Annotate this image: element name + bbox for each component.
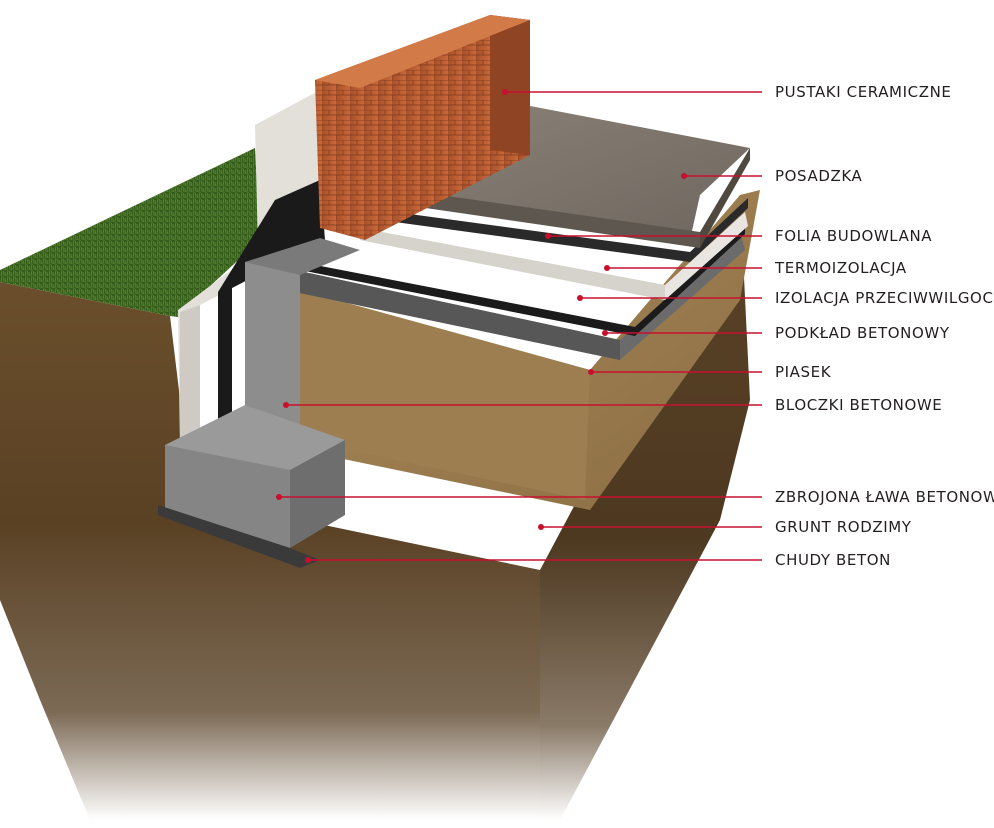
callout-piasek: PIASEK [588, 363, 832, 381]
leader-dot [545, 233, 551, 239]
lean-concrete [158, 505, 320, 568]
leader-dot [602, 330, 608, 336]
callout-chudy: CHUDY BETON [305, 551, 891, 569]
leader-dot [276, 494, 282, 500]
callout-izolacja: IZOLACJA PRZECIWWILGOCIOWA [577, 289, 994, 307]
callout-podklad: PODKŁAD BETONOWY [602, 324, 950, 342]
sand-front-face [300, 290, 590, 500]
leader-dot [681, 173, 687, 179]
labels-layer: PUSTAKI CERAMICZNE POSADZKA FOLIA BUDOWLAN… [276, 83, 994, 569]
callout-lawa: ZBROJONA ŁAWA BETONOWA [276, 488, 994, 506]
callout-termo: TERMOIZOLACJA [604, 259, 907, 277]
label-izolacja: IZOLACJA PRZECIWWILGOCIOWA [775, 289, 994, 307]
leader-dot [604, 265, 610, 271]
label-folia: FOLIA BUDOWLANA [775, 227, 932, 245]
label-bloczki: BLOCZKI BETONOWE [775, 396, 942, 414]
grass-ground [0, 148, 260, 318]
callout-posadzka: POSADZKA [681, 167, 863, 185]
label-podklad: PODKŁAD BETONOWY [775, 324, 950, 342]
leader-dot [502, 89, 508, 95]
callout-grunt: GRUNT RODZIMY [538, 518, 912, 536]
leader-dot [283, 402, 289, 408]
label-pustaki: PUSTAKI CERAMICZNE [775, 83, 951, 101]
callout-pustaki: PUSTAKI CERAMICZNE [502, 83, 951, 101]
label-lawa: ZBROJONA ŁAWA BETONOWA [775, 488, 994, 506]
leader-dot [538, 524, 544, 530]
label-grunt: GRUNT RODZIMY [775, 518, 912, 536]
label-posadzka: POSADZKA [775, 167, 863, 185]
damp-proofing-layer [300, 226, 745, 336]
label-termo: TERMOIZOLACJA [774, 259, 907, 277]
callout-folia: FOLIA BUDOWLANA [545, 227, 932, 245]
label-chudy: CHUDY BETON [775, 551, 891, 569]
label-piasek: PIASEK [775, 363, 832, 381]
leader-dot [305, 557, 311, 563]
leader-dot [577, 295, 583, 301]
leader-dot [588, 369, 594, 375]
callout-bloczki: BLOCZKI BETONOWE [283, 396, 942, 414]
